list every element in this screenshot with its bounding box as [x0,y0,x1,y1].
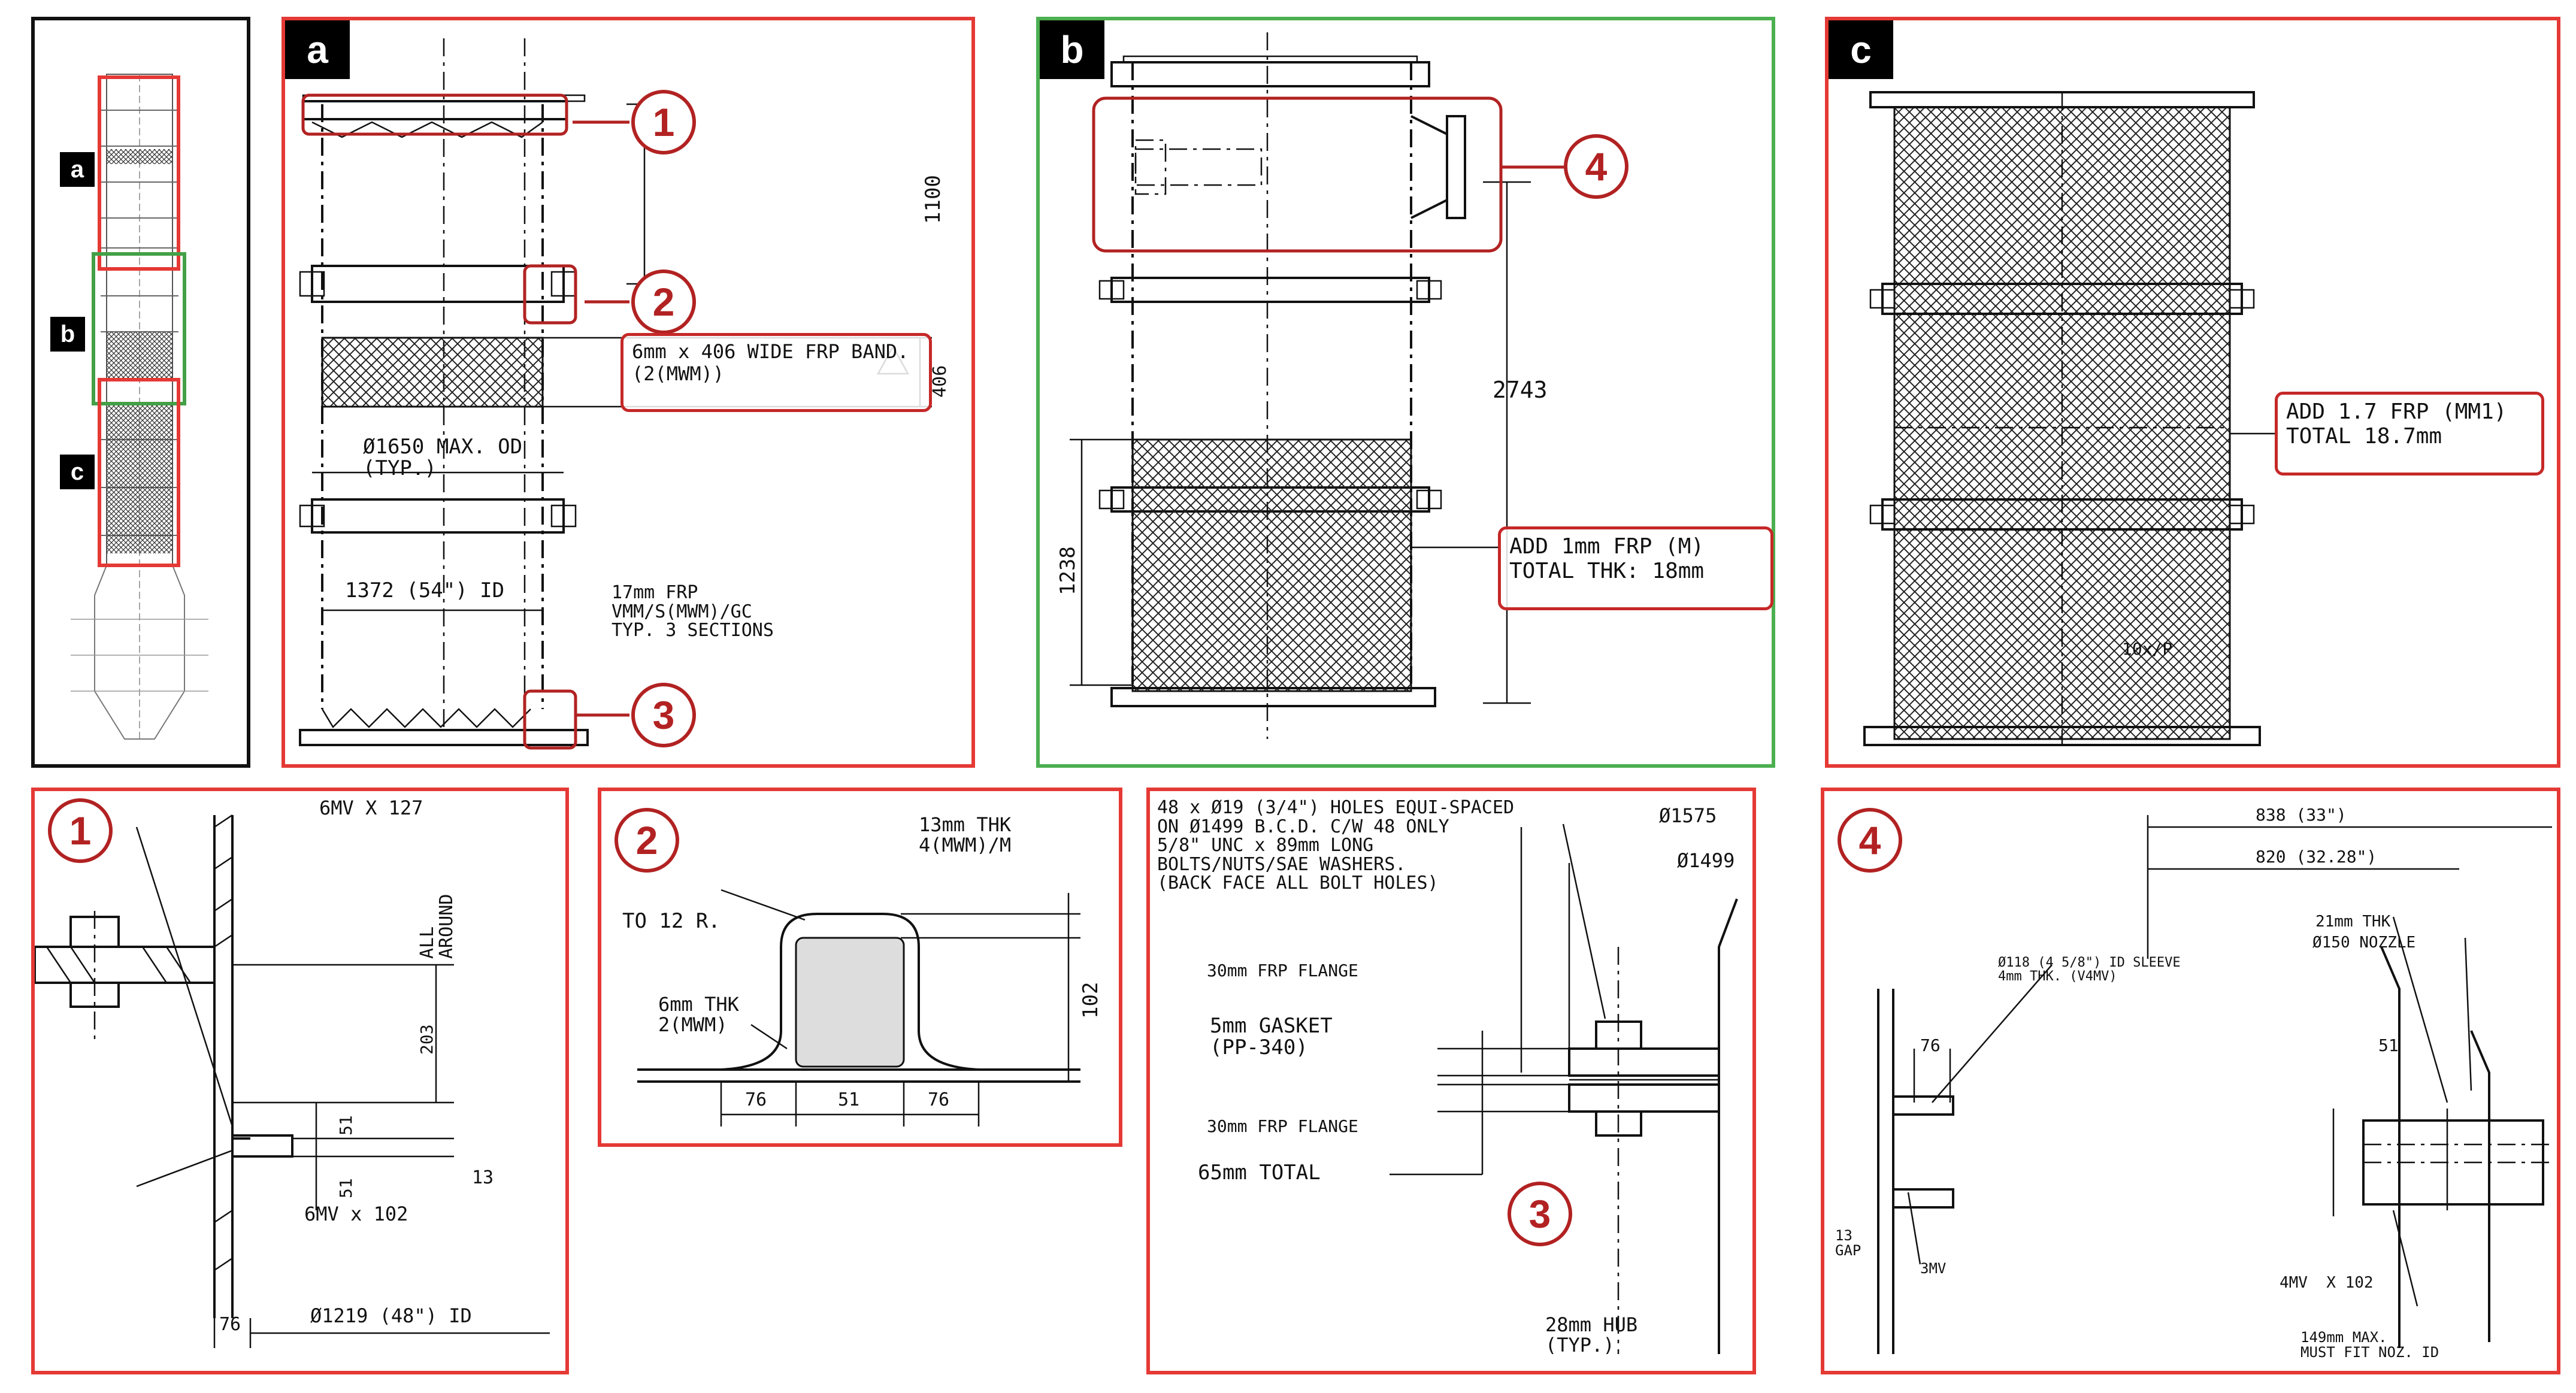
weld-4mv-label: 4MV X 102 [2280,1274,2374,1292]
detail-4: 4 838 (33") 820 (32.28") 21mm THK Ø150 N… [1821,788,2560,1374]
dim-2743: 2743 [1493,377,1548,403]
hub-label: 28mm HUB (TYP.) [1545,1313,1638,1356]
frp-band-note: 6mm x 406 WIDE FRP BAND. (2(MWM)) [620,333,932,412]
detail-1-id-label: Ø1219 (48") ID [310,1304,472,1327]
callout-3: 3 [631,683,696,747]
dia-1499: Ø1499 [1677,849,1735,872]
detail-2: 2 13mm THK 4(MWM)/M TO 12 R. 6mm THK 2(M… [598,788,1122,1147]
panel-c-bottom-text: 10x/P [2122,639,2173,659]
dim-203: 203 [417,1024,437,1055]
overview-tag-a: a [60,152,95,187]
dim-102: 102 [1079,982,1103,1019]
dim-13: 13 [472,1167,494,1188]
detail-4-callout: 4 [1838,808,1902,873]
dim-406: 406 [930,365,951,398]
dim-76-a: 76 [745,1089,767,1110]
callout-1: 1 [631,90,696,155]
callout-4: 4 [1564,134,1628,199]
gap-label: 13 GAP [1835,1227,1861,1259]
panel-b-frp-note: ADD 1mm FRP (M) TOTAL THK: 18mm [1498,526,1773,610]
detail-1-callout: 1 [48,798,113,863]
detail-1: 1 6MV X 127 ALL AROUND 203 51 51 13 6MV … [31,788,569,1374]
detail-4-drawing [1877,815,2555,1354]
dim-51-a: 51 [336,1115,356,1135]
total-thk-label: 65mm TOTAL [1198,1161,1321,1185]
thk-top-label: 13mm THK 4(MWM)/M [919,813,1012,856]
weld-bottom-label: 6MV x 102 [304,1203,408,1225]
sleeve-label: Ø118 (4 5/8") ID SLEEVE 4mm THK. (V4MV) [1998,955,2181,985]
detail-3-callout: 3 [1508,1182,1572,1246]
dim-838: 838 (33") [2256,805,2347,825]
dim-1100: 1100 [921,175,945,224]
detail-3: 48 x Ø19 (3/4") HOLES EQUI-SPACED ON Ø14… [1146,788,1756,1374]
weld-3mv-label: 3MV [1920,1260,1947,1277]
overview-tag-b: b [50,317,85,352]
detail-2-drawing [637,889,1080,1126]
flange-top-label: 30mm FRP FLANGE [1207,961,1358,980]
panel-a-tag: a [285,20,350,79]
dim-76: 76 [1920,1035,1941,1055]
dim-51: 51 [838,1089,860,1110]
nozzle-label: Ø150 NOZZLE [2312,934,2416,952]
dim-820: 820 (32.28") [2256,847,2377,867]
id-label: 1372 (54") ID [345,579,505,602]
panel-c-drawing [1863,91,2278,746]
panel-b-drawing [1070,32,1564,739]
radius-label: TO 12 R. [622,909,721,933]
overview-tag-c: c [60,455,95,489]
max-fit-note: 149mm MAX. MUST FIT NOZ. ID [2300,1329,2439,1361]
frp-thickness-note: 17mm FRP VMM/S(MWM)/GC TYP. 3 SECTIONS [612,582,774,641]
dim-76: 76 [219,1314,241,1335]
detail-1-drawing [35,814,550,1348]
panel-c-tag: c [1829,20,1893,79]
panel-b: b 4 2743 1238 ADD 1mm FRP (M) TOTAL THK:… [1036,17,1775,768]
all-around-label: ALL AROUND [417,894,457,959]
thk-side-label: 6mm THK 2(MWM) [658,993,739,1036]
overview-drawing [71,74,208,740]
dim-1238: 1238 [1056,546,1080,595]
detail-3-drawing [1390,823,1738,1354]
od-label: Ø1650 MAX. OD (TYP.) [363,435,523,480]
dim-76-b: 76 [928,1089,950,1110]
holes-note: 48 x Ø19 (3/4") HOLES EQUI-SPACED ON Ø14… [1157,797,1515,894]
panel-b-tag: b [1040,20,1104,79]
dim-51-b: 51 [336,1178,356,1198]
thk-21-label: 21mm THK [2315,913,2391,931]
panel-c: c ADD 1.7 FRP (MM1) TOTAL 18.7mm 10x/P [1825,17,2560,768]
overview-panel: a b c [31,17,250,768]
panel-a-drawing [299,38,932,750]
flange-bottom-label: 30mm FRP FLANGE [1207,1116,1358,1136]
dia-1575: Ø1575 [1659,804,1717,827]
callout-2: 2 [631,269,696,334]
panel-c-frp-note: ADD 1.7 FRP (MM1) TOTAL 18.7mm [2275,392,2544,476]
panel-a: a 1 2 3 1100 406 6mm x 406 WIDE FRP BAND… [281,17,975,768]
gasket-label: 5mm GASKET (PP-340) [1210,1014,1333,1059]
detail-2-callout: 2 [615,808,679,873]
weld-top-label: 6MV X 127 [319,797,423,819]
dim-51: 51 [2378,1035,2399,1055]
